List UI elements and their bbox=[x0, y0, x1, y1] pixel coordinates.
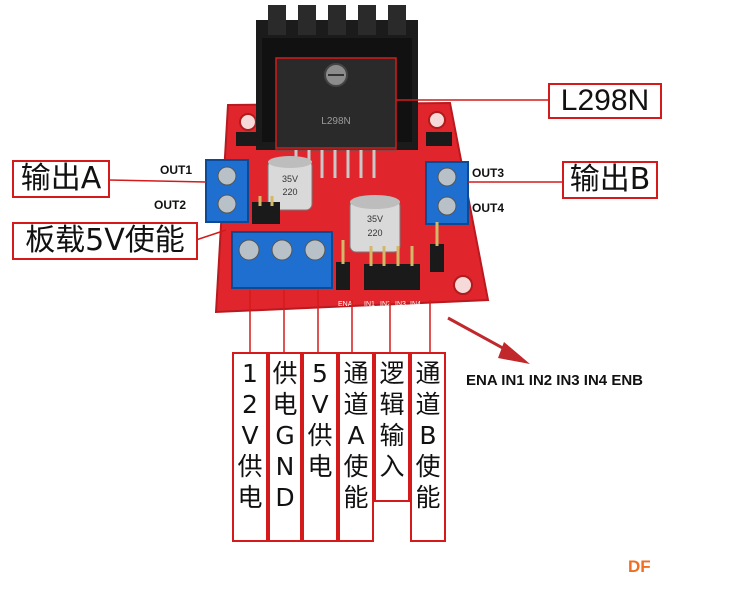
out3-label: OUT3 bbox=[472, 166, 505, 180]
pin-desc-char: 5 bbox=[312, 359, 328, 388]
pin-desc-char: 供 bbox=[307, 421, 333, 450]
svg-text:IN4: IN4 bbox=[410, 301, 421, 308]
pin-desc-char: 2 bbox=[242, 390, 258, 419]
arrow-to-caption bbox=[447, 316, 530, 364]
pin-desc-char: 辑 bbox=[379, 390, 405, 419]
svg-text:220: 220 bbox=[282, 187, 297, 197]
svg-text:IN1: IN1 bbox=[364, 301, 375, 308]
pin-desc-char: 入 bbox=[379, 452, 405, 481]
pin-desc-char: 电 bbox=[272, 390, 298, 419]
enable-pins-caption: ENA IN1 IN2 IN3 IN4 ENB bbox=[466, 372, 643, 389]
svg-text:IN2: IN2 bbox=[380, 301, 391, 308]
chip-name-label: L298N bbox=[548, 83, 662, 119]
pin-desc-char: 供 bbox=[272, 359, 298, 388]
logic-header bbox=[336, 222, 444, 290]
onboard-5v-enable-label: 板载5V使能 bbox=[12, 222, 198, 260]
terminal-out-a bbox=[205, 159, 249, 223]
pin-desc-char: 供 bbox=[237, 452, 263, 481]
pin-desc-char: 电 bbox=[307, 452, 333, 481]
pin-desc-char: 能 bbox=[415, 483, 441, 512]
diode-right bbox=[426, 132, 452, 146]
pin-desc-char: 使 bbox=[343, 452, 369, 481]
svg-text:35V: 35V bbox=[282, 174, 298, 184]
svg-text:IN3: IN3 bbox=[395, 301, 406, 308]
pin-desc-char: 电 bbox=[237, 483, 263, 512]
pin-desc-logic-input: 逻辑输入 bbox=[374, 352, 410, 502]
leader-lines bbox=[107, 57, 562, 352]
pin-desc-char: 1 bbox=[242, 359, 258, 388]
pin-desc-char: G bbox=[275, 421, 295, 450]
svg-text:ENA: ENA bbox=[338, 301, 353, 308]
pin-desc-char: V bbox=[241, 421, 259, 450]
capacitor-right: 35V 220 bbox=[349, 195, 401, 253]
terminal-power bbox=[231, 231, 333, 289]
out4-label: OUT4 bbox=[472, 201, 505, 215]
pin-desc-char: N bbox=[275, 452, 295, 481]
out2-label: OUT2 bbox=[154, 198, 187, 212]
pin-desc-char: A bbox=[347, 421, 365, 450]
pin-desc-char: 通 bbox=[415, 359, 441, 388]
output-b-label: 输出B bbox=[562, 161, 658, 199]
diode-left bbox=[236, 132, 262, 146]
pin-desc-char: 能 bbox=[343, 483, 369, 512]
out1-label: OUT1 bbox=[160, 163, 193, 177]
pin-desc-char: 道 bbox=[343, 390, 369, 419]
pin-desc-char: D bbox=[275, 483, 295, 512]
pin-desc-char: 输 bbox=[379, 421, 405, 450]
pin-desc-char: 逻 bbox=[379, 359, 405, 388]
pin-desc-char: 使 bbox=[415, 452, 441, 481]
svg-text:220: 220 bbox=[367, 228, 382, 238]
capacitor-left: 35V 220 bbox=[267, 156, 313, 211]
pin-desc-char: V bbox=[311, 390, 329, 419]
header-silkscreen: ENA IN1 IN2 IN3 IN4 bbox=[338, 301, 421, 308]
watermark-logo: DF bbox=[628, 557, 651, 576]
chip-marking: L298N bbox=[321, 116, 350, 127]
svg-text:35V: 35V bbox=[367, 214, 383, 224]
terminal-out-b bbox=[425, 161, 469, 225]
output-a-label: 输出A bbox=[12, 160, 110, 198]
pin-desc-char: B bbox=[419, 421, 437, 450]
pin-desc-char: 道 bbox=[415, 390, 441, 419]
pin-desc-char: 通 bbox=[343, 359, 369, 388]
5v-enable-jumper bbox=[252, 196, 280, 224]
l298n-chip: L298N bbox=[275, 57, 397, 178]
